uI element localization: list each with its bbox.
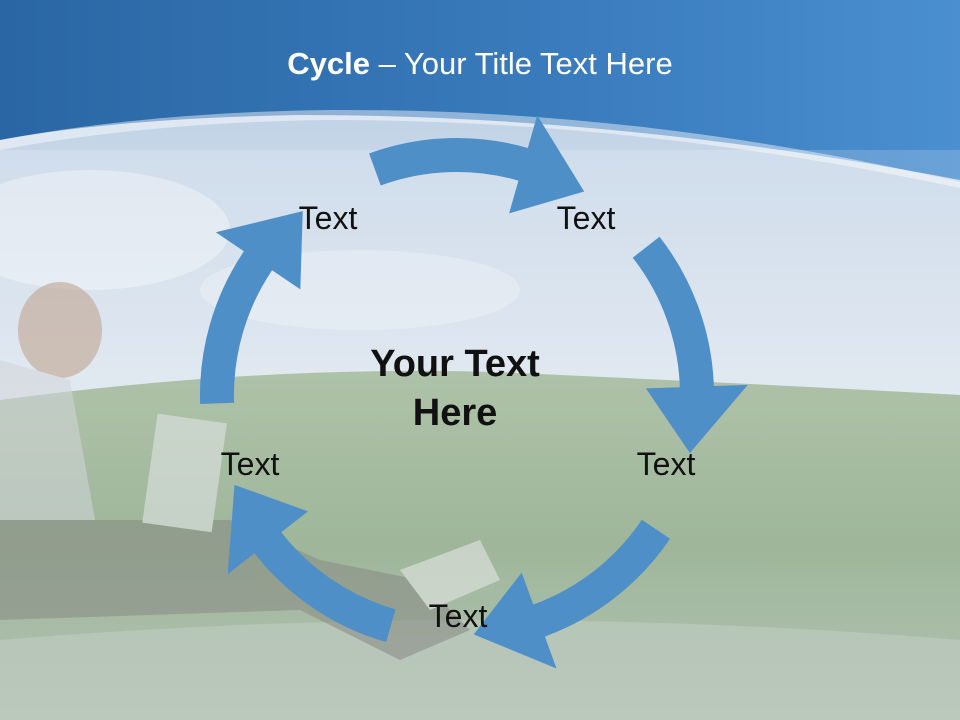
cycle-arrow-icon: [473, 519, 671, 669]
title-bold: Cycle: [287, 46, 370, 81]
cycle-label-2: Text: [556, 200, 616, 236]
center-text: Your Text Here: [370, 343, 540, 435]
cycle-label-1: Text: [298, 200, 358, 236]
cycle-arrow-icon: [227, 484, 396, 643]
cycle-arrow-icon: [632, 236, 748, 454]
cycle-label-3: Text: [636, 446, 696, 482]
cycle-label-5: Text: [220, 446, 280, 482]
cycle-arrow-icon: [369, 115, 585, 214]
cycle-label-4: Text: [428, 598, 488, 634]
title-rest: – Your Title Text Here: [370, 46, 673, 81]
cycle-arrow-icon: [200, 211, 303, 404]
slide-title: Cycle – Your Title Text Here: [0, 46, 960, 82]
